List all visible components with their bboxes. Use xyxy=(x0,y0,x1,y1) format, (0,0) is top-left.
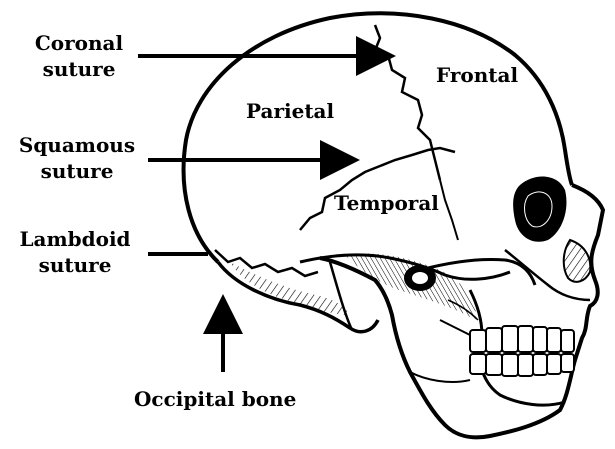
coronal-label-line1: Coronal xyxy=(24,30,134,56)
frontal-label: Frontal xyxy=(436,62,518,88)
lambdoid-label-line1: Lambdoid xyxy=(6,226,144,252)
teeth xyxy=(470,326,574,376)
coronal-label-line2: suture xyxy=(24,56,134,82)
lambdoid-suture-line xyxy=(215,250,318,276)
nasal-cavity xyxy=(564,240,591,282)
parietal-label: Parietal xyxy=(246,98,334,124)
squamous-label-line2: suture xyxy=(8,158,146,184)
squamous-suture-label: Squamous suture xyxy=(8,132,146,184)
temporal-label: Temporal xyxy=(334,190,439,216)
coronal-suture-label: Coronal suture xyxy=(24,30,134,82)
cranium-outline xyxy=(184,13,572,262)
lambdoid-label-line2: suture xyxy=(6,252,144,278)
occipital-bone-label: Occipital bone xyxy=(134,386,296,412)
squamous-label-line1: Squamous xyxy=(8,132,146,158)
lambdoid-suture-label: Lambdoid suture xyxy=(6,226,144,278)
